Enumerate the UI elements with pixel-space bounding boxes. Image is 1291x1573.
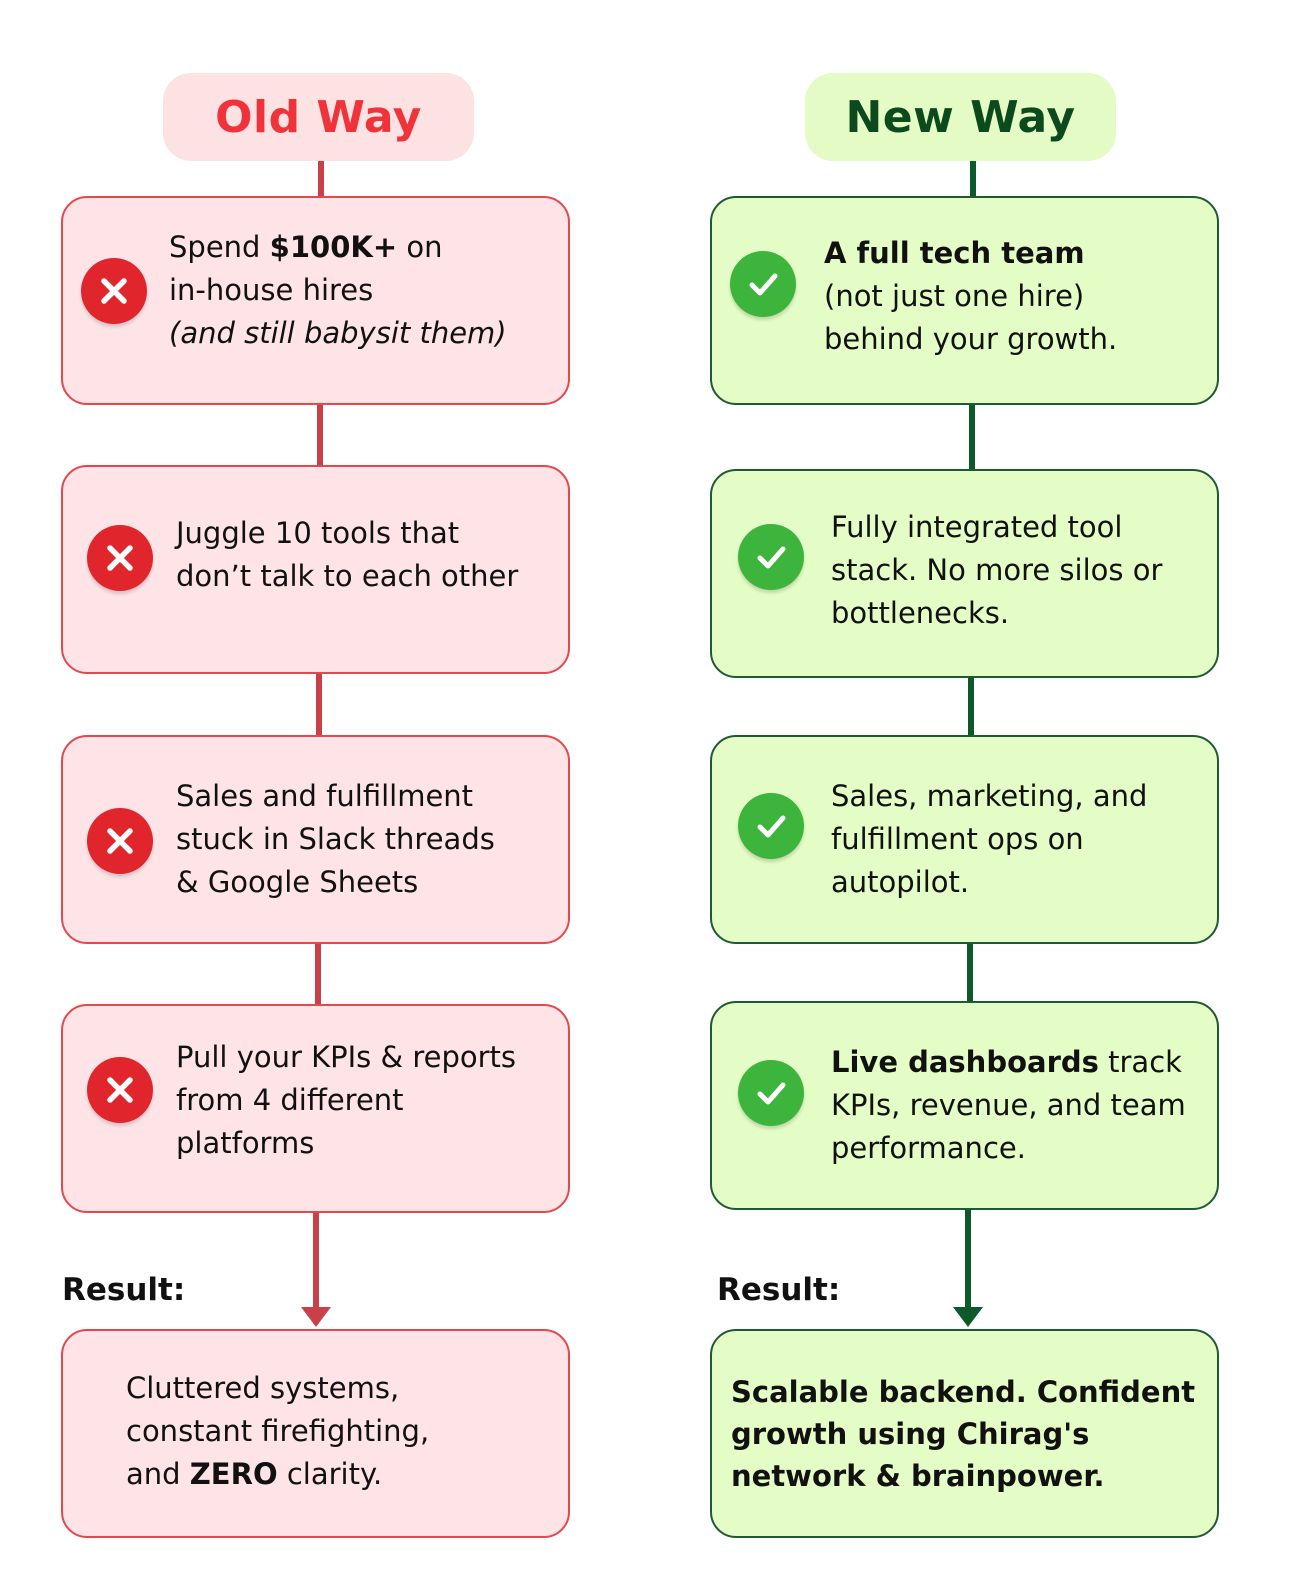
x-circle-icon (87, 808, 153, 874)
old-step-2: Juggle 10 tools that don’t talk to each … (61, 465, 570, 674)
old-result-text: Cluttered systems, constant firefighting… (126, 1371, 430, 1491)
old-step-1: Spend $100K+ on in-house hires (and stil… (61, 196, 570, 405)
old-connector-0 (318, 161, 324, 197)
new-connector-3 (967, 942, 973, 1002)
new-step-1: A full tech team (not just one hire) beh… (710, 196, 1219, 405)
check-circle-icon (738, 1060, 804, 1126)
new-step-3: Sales, marketing, and fulfillment ops on… (710, 735, 1219, 944)
old-step-2-text: Juggle 10 tools that don’t talk to each … (176, 516, 519, 593)
new-result-arrow-line (965, 1208, 971, 1308)
new-step-2: Fully integrated tool stack. No more sil… (710, 469, 1219, 678)
old-step-3: Sales and fulfillment stuck in Slack thr… (61, 735, 570, 944)
old-result-label: Result: (62, 1272, 186, 1308)
old-step-4-text: Pull your KPIs & reports from 4 differen… (176, 1040, 517, 1160)
new-connector-2 (968, 677, 974, 736)
check-circle-icon (738, 793, 804, 859)
old-step-4: Pull your KPIs & reports from 4 differen… (61, 1004, 570, 1213)
old-step-3-text: Sales and fulfillment stuck in Slack thr… (176, 779, 495, 899)
check-circle-icon (738, 524, 804, 590)
new-step-4-text: Live dashboards track KPIs, revenue, and… (831, 1045, 1186, 1165)
old-way-title: Old Way (163, 73, 474, 161)
new-connector-0 (970, 161, 976, 197)
old-connector-2 (316, 673, 322, 736)
new-result-box: Scalable backend. Confident growth using… (710, 1329, 1219, 1538)
old-connector-3 (315, 942, 321, 1005)
new-way-title: New Way (805, 73, 1116, 161)
x-circle-icon (87, 1057, 153, 1123)
new-result-text: Scalable backend. Confident growth using… (731, 1375, 1196, 1493)
old-connector-1 (317, 404, 323, 466)
x-circle-icon (81, 258, 147, 324)
old-result-arrow-line (313, 1212, 319, 1308)
new-step-2-text: Fully integrated tool stack. No more sil… (831, 510, 1163, 630)
new-connector-1 (969, 404, 975, 470)
x-circle-icon (87, 525, 153, 591)
old-result-arrowhead (301, 1307, 331, 1327)
old-step-1-text: Spend $100K+ on in-house hires (and stil… (169, 230, 507, 350)
old-result-box: Cluttered systems, constant firefighting… (61, 1329, 570, 1538)
new-result-label: Result: (717, 1272, 841, 1308)
new-step-1-text: A full tech team (not just one hire) beh… (824, 236, 1118, 356)
check-circle-icon (730, 251, 796, 317)
new-step-3-text: Sales, marketing, and fulfillment ops on… (831, 779, 1148, 899)
new-result-arrowhead (953, 1307, 983, 1327)
new-step-4: Live dashboards track KPIs, revenue, and… (710, 1001, 1219, 1210)
